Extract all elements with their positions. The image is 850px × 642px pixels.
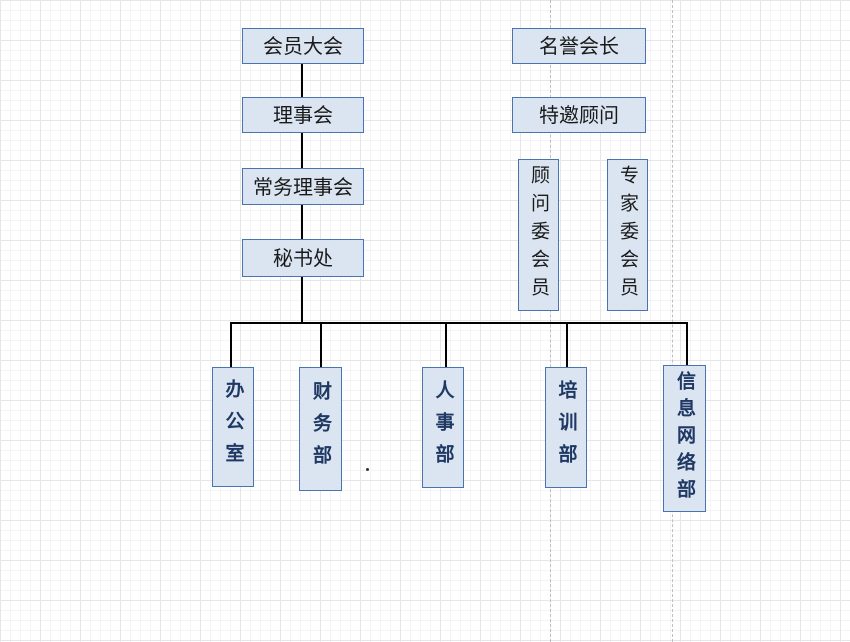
connector-drop-network: [686, 322, 688, 365]
connector-secretariat-bus: [301, 276, 303, 323]
connector-assembly-board: [301, 63, 303, 98]
node-hr-dept[interactable]: 人事部: [422, 367, 464, 488]
connector-board-standing: [301, 132, 303, 169]
node-expert-committee-label: 专家委会员: [617, 165, 639, 305]
node-board-of-directors[interactable]: 理事会: [242, 97, 364, 133]
node-info-network-dept[interactable]: 信息网络部: [663, 365, 706, 512]
node-honorary-president[interactable]: 名誉会长: [512, 28, 646, 64]
connector-drop-training: [566, 322, 568, 367]
connector-standing-secretariat: [301, 204, 303, 241]
node-training-dept-label: 培训部: [555, 379, 578, 476]
node-finance-dept[interactable]: 财务部: [299, 367, 342, 491]
node-invited-advisor[interactable]: 特邀顾问: [512, 97, 646, 133]
connector-drop-finance: [320, 322, 322, 367]
node-info-network-dept-label: 信息网络部: [674, 371, 696, 506]
node-secretariat[interactable]: 秘书处: [242, 239, 364, 277]
node-standing-council[interactable]: 常务理事会: [242, 168, 364, 205]
page-break-line-left: [550, 0, 551, 642]
node-expert-committee[interactable]: 专家委会员: [607, 159, 648, 311]
node-training-dept[interactable]: 培训部: [545, 367, 587, 488]
node-advisory-committee-label: 顾问委会员: [528, 165, 550, 305]
node-finance-dept-label: 财务部: [310, 381, 332, 477]
node-advisory-committee[interactable]: 顾问委会员: [518, 159, 559, 311]
connector-drop-office: [230, 322, 232, 367]
node-hr-dept-label: 人事部: [432, 379, 455, 476]
connector-drop-hr: [445, 322, 447, 367]
node-member-assembly[interactable]: 会员大会: [242, 28, 364, 64]
node-office-dept[interactable]: 办公室: [212, 367, 254, 487]
stray-dot-mark: [366, 468, 369, 471]
page-break-line-right: [672, 0, 673, 642]
node-office-dept-label: 办公室: [222, 379, 245, 475]
connector-horizontal-bus: [230, 322, 688, 324]
